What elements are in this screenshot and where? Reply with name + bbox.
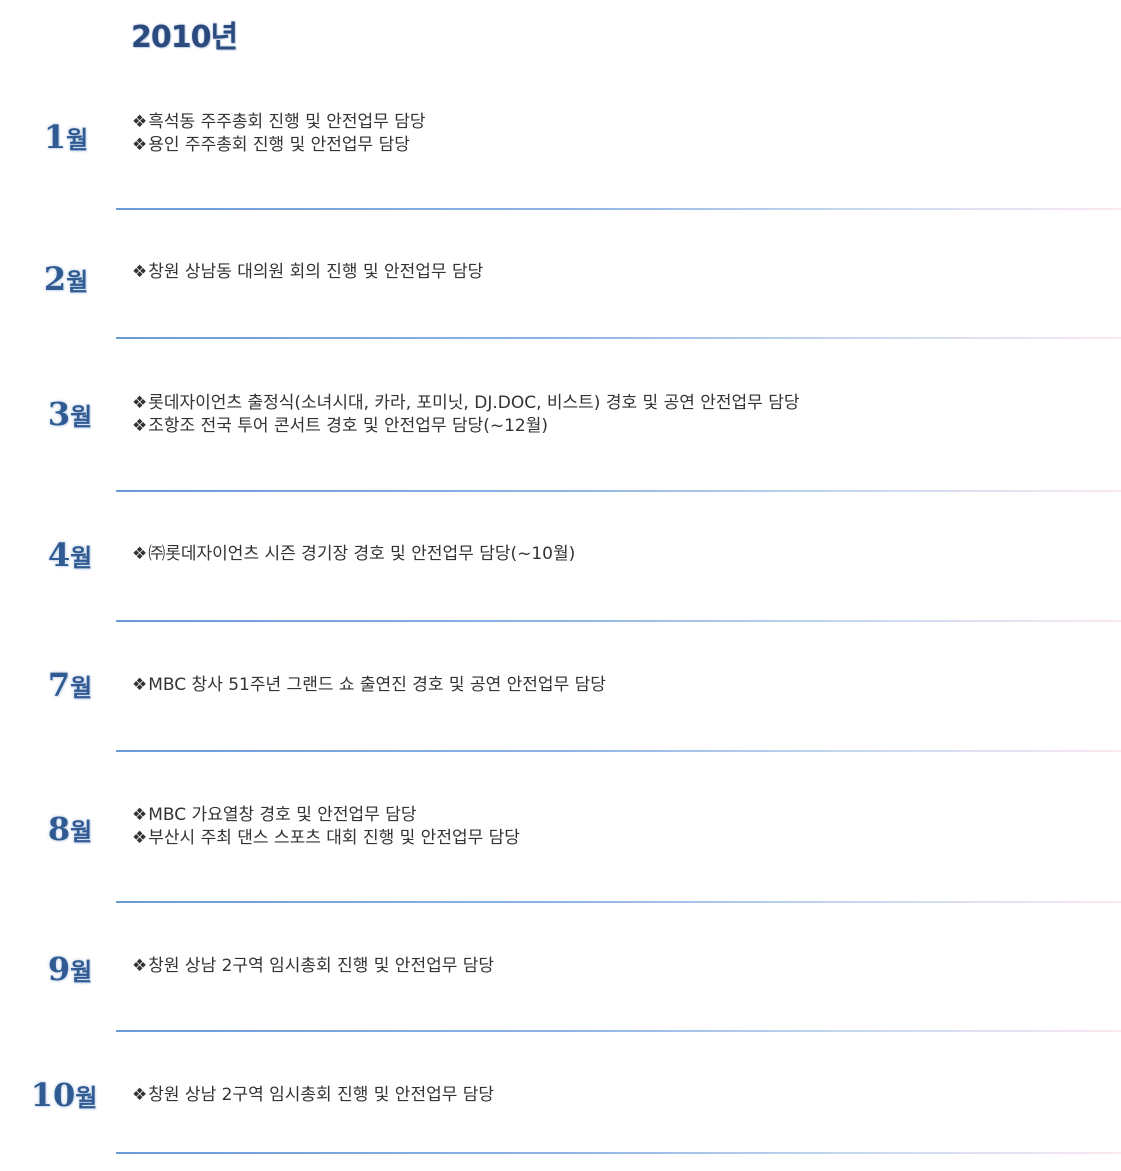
bullet-icon: ❖	[132, 416, 148, 436]
month-4-items: ❖㈜롯데자이언츠 시즌 경기장 경호 및 안전업무 담당(~10월)	[132, 543, 575, 566]
month-7-items: ❖MBC 창사 51주년 그랜드 쇼 출연진 경호 및 공연 안전업무 담당	[132, 674, 606, 697]
month-number: 3	[47, 395, 71, 433]
month-unit: 월	[70, 958, 93, 986]
month-unit: 월	[70, 403, 93, 431]
month-unit: 월	[66, 268, 89, 296]
month-1-items: ❖흑석동 주주총회 진행 및 안전업무 담당 ❖용인 주주총회 진행 및 안전업…	[132, 111, 426, 157]
list-item: ❖롯데자이언츠 출정식(소녀시대, 카라, 포미닛, DJ.DOC, 비스트) …	[132, 392, 800, 415]
month-label-3: 3월	[10, 395, 130, 433]
list-item: ❖㈜롯데자이언츠 시즌 경기장 경호 및 안전업무 담당(~10월)	[132, 543, 575, 566]
month-label-10: 10월	[4, 1076, 124, 1114]
month-unit: 월	[70, 818, 93, 846]
divider	[116, 901, 1121, 903]
item-text: 창원 상남 2구역 임시총회 진행 및 안전업무 담당	[148, 956, 495, 976]
list-item: ❖창원 상남동 대의원 회의 진행 및 안전업무 담당	[132, 261, 483, 284]
bullet-icon: ❖	[132, 828, 148, 848]
item-text: 창원 상남 2구역 임시총회 진행 및 안전업무 담당	[148, 1085, 495, 1105]
month-8-items: ❖MBC 가요열창 경호 및 안전업무 담당 ❖부산시 주최 댄스 스포츠 대회…	[132, 804, 520, 850]
item-text: 롯데자이언츠 출정식(소녀시대, 카라, 포미닛, DJ.DOC, 비스트) 경…	[148, 393, 800, 413]
divider	[116, 490, 1121, 492]
month-label-7: 7월	[10, 666, 130, 704]
list-item: ❖창원 상남 2구역 임시총회 진행 및 안전업무 담당	[132, 955, 494, 978]
month-label-1: 1월	[6, 118, 126, 156]
divider	[116, 750, 1121, 752]
list-item: ❖용인 주주총회 진행 및 안전업무 담당	[132, 134, 426, 157]
item-text: 창원 상남동 대의원 회의 진행 및 안전업무 담당	[148, 262, 484, 282]
bullet-icon: ❖	[132, 956, 148, 976]
bullet-icon: ❖	[132, 135, 148, 155]
month-label-9: 9월	[10, 950, 130, 988]
month-unit: 월	[70, 674, 93, 702]
divider	[116, 1030, 1121, 1032]
month-label-8: 8월	[10, 810, 130, 848]
month-number: 4	[47, 536, 71, 574]
list-item: ❖MBC 가요열창 경호 및 안전업무 담당	[132, 804, 520, 827]
bullet-icon: ❖	[132, 805, 148, 825]
month-unit: 월	[70, 544, 93, 572]
item-text: 흑석동 주주총회 진행 및 안전업무 담당	[148, 112, 426, 132]
month-number: 2	[43, 260, 67, 298]
item-text: MBC 창사 51주년 그랜드 쇼 출연진 경호 및 공연 안전업무 담당	[148, 675, 606, 695]
bullet-icon: ❖	[132, 262, 148, 282]
year-title: 2010년	[131, 20, 238, 55]
bullet-icon: ❖	[132, 112, 148, 132]
item-text: 조항조 전국 투어 콘서트 경호 및 안전업무 담당(~12월)	[148, 416, 549, 436]
month-unit: 월	[75, 1084, 98, 1112]
bullet-icon: ❖	[132, 393, 148, 413]
month-unit: 월	[66, 126, 89, 154]
item-text: ㈜롯데자이언츠 시즌 경기장 경호 및 안전업무 담당(~10월)	[148, 544, 576, 564]
month-number: 9	[47, 950, 71, 988]
divider	[116, 1152, 1121, 1154]
item-text: 부산시 주최 댄스 스포츠 대회 진행 및 안전업무 담당	[148, 828, 520, 848]
month-number: 7	[47, 666, 71, 704]
item-text: 용인 주주총회 진행 및 안전업무 담당	[148, 135, 410, 155]
list-item: ❖조항조 전국 투어 콘서트 경호 및 안전업무 담당(~12월)	[132, 415, 800, 438]
bullet-icon: ❖	[132, 1085, 148, 1105]
month-label-4: 4월	[10, 536, 130, 574]
list-item: ❖부산시 주최 댄스 스포츠 대회 진행 및 안전업무 담당	[132, 827, 520, 850]
month-number: 8	[47, 810, 71, 848]
month-10-items: ❖창원 상남 2구역 임시총회 진행 및 안전업무 담당	[132, 1084, 494, 1107]
month-9-items: ❖창원 상남 2구역 임시총회 진행 및 안전업무 담당	[132, 955, 494, 978]
list-item: ❖창원 상남 2구역 임시총회 진행 및 안전업무 담당	[132, 1084, 494, 1107]
month-2-items: ❖창원 상남동 대의원 회의 진행 및 안전업무 담당	[132, 261, 483, 284]
divider	[116, 208, 1121, 210]
list-item: ❖흑석동 주주총회 진행 및 안전업무 담당	[132, 111, 426, 134]
month-number: 1	[43, 118, 67, 156]
month-number: 10	[30, 1076, 76, 1114]
bullet-icon: ❖	[132, 544, 148, 564]
month-label-2: 2월	[6, 260, 126, 298]
divider	[116, 620, 1121, 622]
month-3-items: ❖롯데자이언츠 출정식(소녀시대, 카라, 포미닛, DJ.DOC, 비스트) …	[132, 392, 800, 438]
item-text: MBC 가요열창 경호 및 안전업무 담당	[148, 805, 417, 825]
list-item: ❖MBC 창사 51주년 그랜드 쇼 출연진 경호 및 공연 안전업무 담당	[132, 674, 606, 697]
divider	[116, 337, 1121, 339]
bullet-icon: ❖	[132, 675, 148, 695]
